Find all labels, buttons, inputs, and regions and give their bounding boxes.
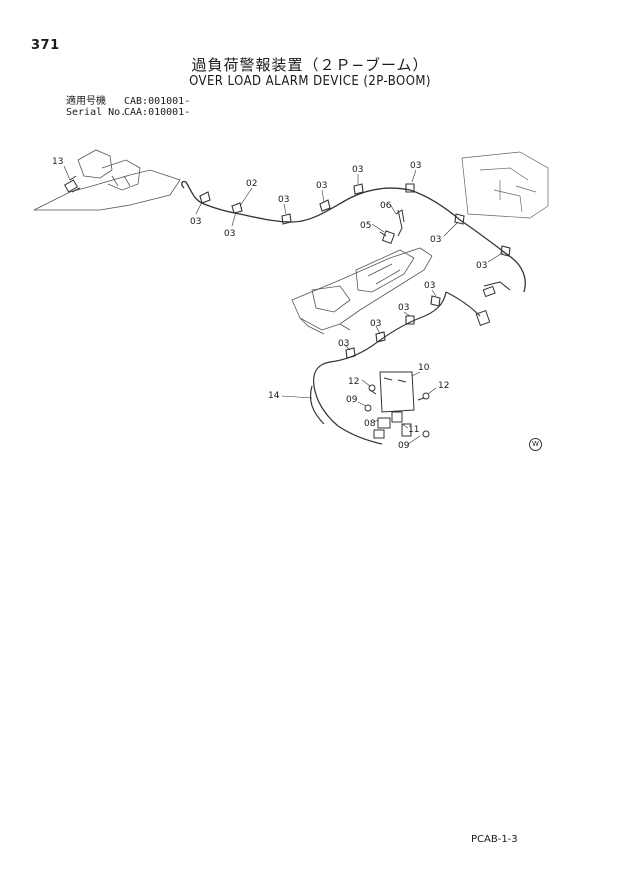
callout-06: 06	[380, 201, 392, 211]
serial-label: Serial No.	[66, 107, 127, 118]
callout-03: 03	[190, 217, 201, 227]
footer-page-code: PCAB-1-3	[471, 834, 518, 845]
serial-value: CAA:010001-	[124, 107, 191, 118]
bracket-10	[379, 371, 415, 413]
upper-frame-sketch	[291, 247, 433, 335]
harness-clips	[199, 183, 511, 359]
callout-03: 03	[278, 195, 289, 205]
callout-03: 03	[316, 181, 327, 191]
bracket-06	[395, 209, 405, 223]
callout-13: 13	[52, 157, 63, 167]
watermark-circle: W	[529, 438, 542, 451]
callout-03: 03	[424, 281, 435, 291]
callout-09: 09	[398, 441, 410, 451]
callout-09: 09	[346, 395, 358, 405]
serial-row-caa: Serial No.CAA:010001-	[66, 107, 190, 118]
relay-08-11	[373, 411, 412, 439]
callout-02: 02	[246, 179, 257, 189]
leader-lines	[63, 165, 505, 445]
callout-03: 03	[410, 161, 421, 171]
harness-02	[185, 181, 526, 293]
callout-03: 03	[430, 235, 441, 245]
callout-03: 03	[338, 339, 349, 349]
callout-11: 11	[408, 425, 419, 435]
harness-lower	[313, 291, 447, 445]
callout-03: 03	[352, 165, 363, 175]
sensor-05	[379, 230, 396, 245]
callout-labels: 13 02 03 03 03 03 03 03 03 03 03 03 03 0…	[52, 157, 487, 451]
serial-applicability: 適用号機 CAB:001001- Serial No.CAA:010001-	[66, 96, 190, 118]
callout-03: 03	[370, 319, 381, 329]
title-japanese: 過負荷警報装置（２Ｐ−ブーム）	[191, 56, 429, 74]
page-number: 371	[31, 38, 60, 53]
callout-03: 03	[398, 303, 409, 313]
serial-row-cab: 適用号機 CAB:001001-	[66, 96, 190, 107]
cab-structure-sketch	[461, 151, 549, 219]
callout-12: 12	[438, 381, 449, 391]
bolts-12-09	[364, 384, 430, 438]
callout-03: 03	[224, 229, 235, 239]
serial-value: CAB:001001-	[124, 96, 191, 107]
callout-12: 12	[348, 377, 359, 387]
title-english: OVER LOAD ALARM DEVICE (2P-BOOM)	[189, 74, 431, 89]
pressure-switch-13	[63, 175, 81, 193]
callout-10: 10	[418, 363, 430, 373]
callout-03: 03	[476, 261, 487, 271]
serial-label: 適用号機	[66, 96, 106, 107]
boom-base-sketch	[33, 149, 181, 211]
callout-08: 08	[364, 419, 376, 429]
callout-14: 14	[268, 391, 280, 401]
callout-05: 05	[360, 221, 371, 231]
